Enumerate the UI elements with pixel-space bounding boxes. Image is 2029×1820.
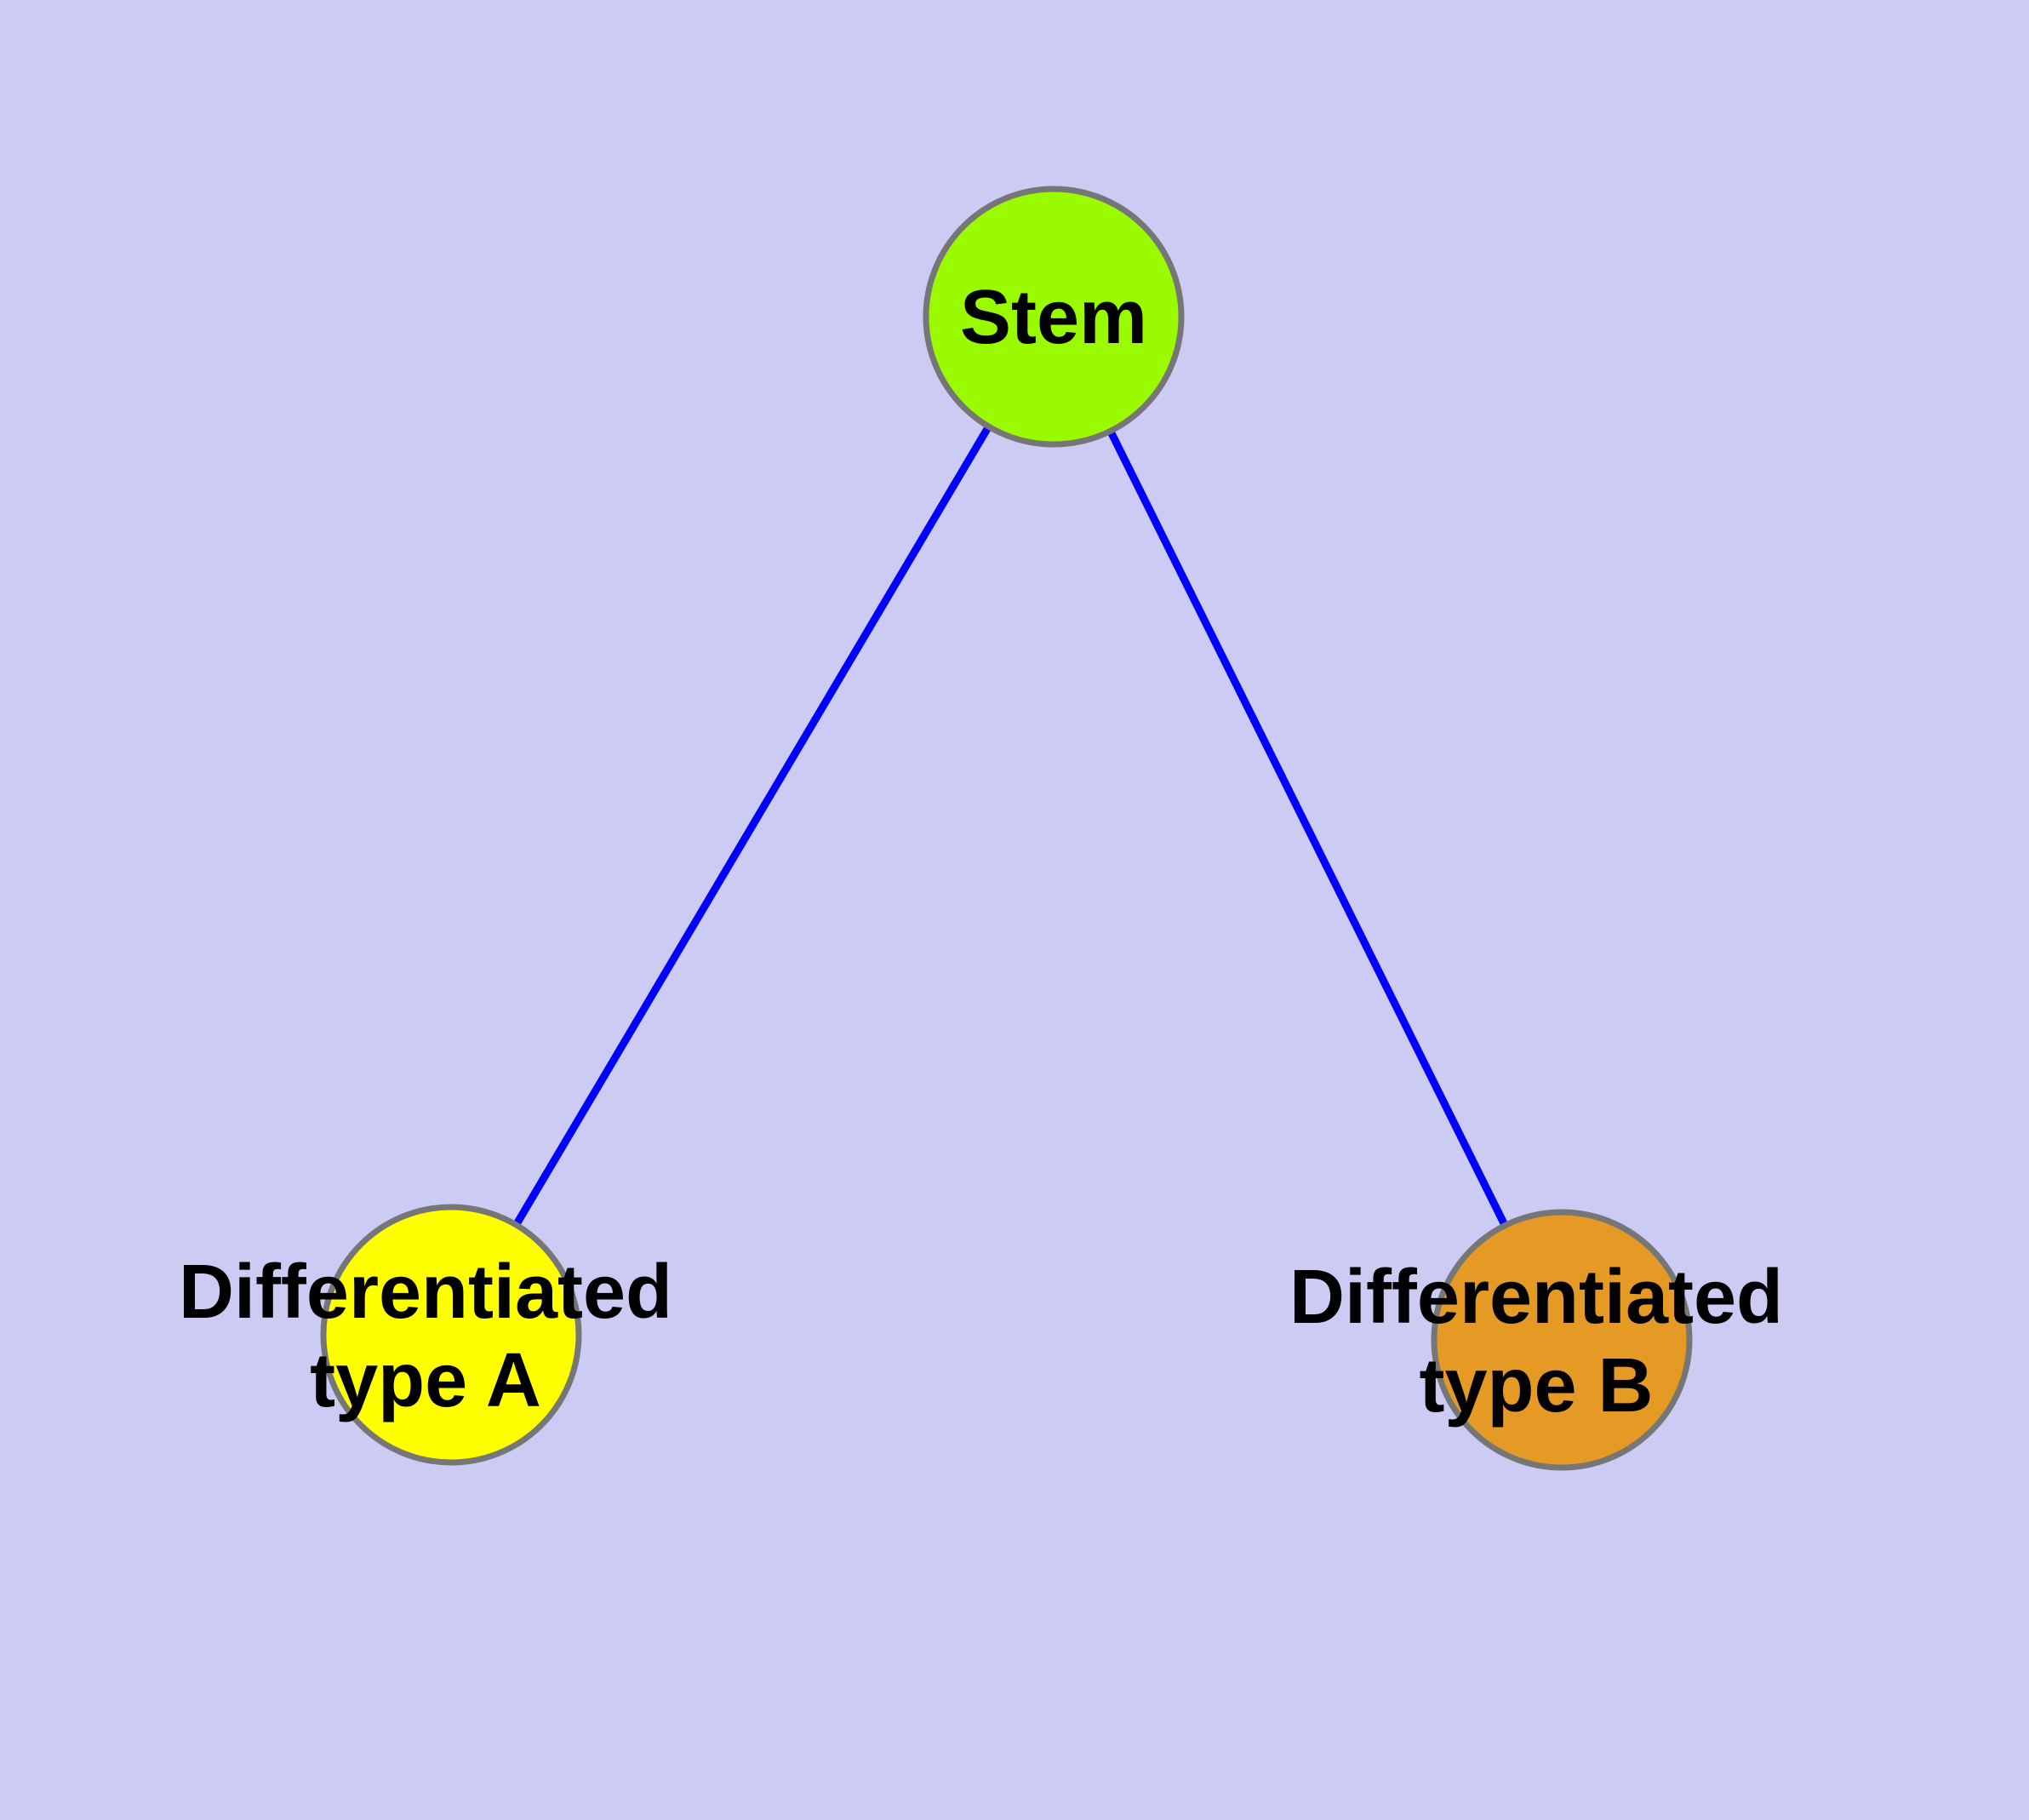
edge-stem-to-type-a	[448, 314, 1057, 1337]
node-stem: Stem	[923, 186, 1185, 448]
node-differentiated-type-a: Differentiated type A	[179, 1204, 672, 1466]
node-type-b-label-line2: type B	[1419, 1343, 1653, 1428]
node-type-a-label-line1: Differentiated	[179, 1250, 672, 1335]
node-differentiated-type-b: Differentiated type B	[1289, 1209, 1783, 1471]
edge-stem-to-type-b	[1049, 314, 1566, 1342]
node-type-a-label-line2: type A	[310, 1338, 541, 1423]
node-type-b-circle	[1431, 1209, 1693, 1471]
node-type-b-label-line1: Differentiated	[1289, 1255, 1783, 1340]
node-stem-label: Stem	[960, 275, 1147, 360]
node-stem-circle	[923, 186, 1185, 448]
node-type-a-circle	[320, 1204, 582, 1466]
